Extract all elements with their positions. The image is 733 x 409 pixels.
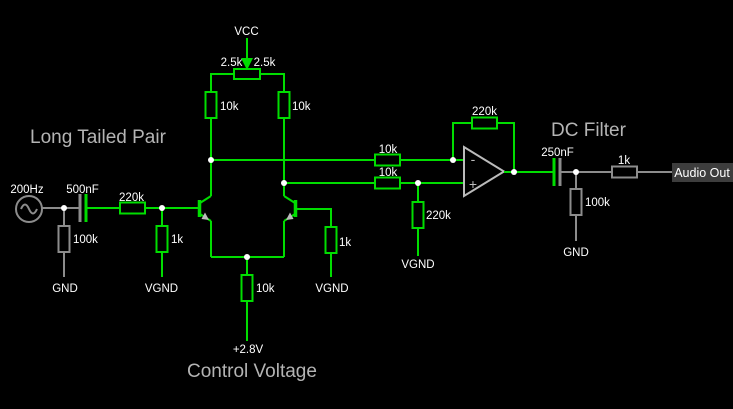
left-bias-resistor[interactable]: 1k VGND	[145, 208, 184, 295]
title-dc-filter[interactable]: DC Filter	[551, 120, 627, 141]
right-collector-resistor[interactable]: 10k	[277, 91, 311, 119]
output-load-resistor[interactable]: 100k GND	[563, 172, 610, 259]
potentiometer[interactable]: 2.5k 2.5k	[221, 38, 276, 80]
emitter-arrow-icon	[286, 212, 294, 220]
resistor-body[interactable]	[277, 91, 291, 119]
resistor-body[interactable]	[204, 91, 218, 119]
junction-dot	[159, 205, 165, 211]
opamp-input-resistor-bottom[interactable]: 10k	[374, 167, 401, 190]
pot-left-value-label: 2.5k	[221, 57, 243, 69]
resistor-value-label: 10k	[256, 283, 275, 295]
resistor-value-label: 100k	[585, 197, 610, 209]
resistor-value-label: 1k	[618, 155, 630, 167]
resistor-value-label: 1k	[171, 234, 183, 246]
left-collector-resistor[interactable]: 10k	[204, 91, 239, 119]
potentiometer-body[interactable]	[233, 68, 261, 80]
wire-right-base[interactable]	[297, 208, 332, 227]
wire-pot-left[interactable]	[210, 73, 234, 92]
wire-feedback-right[interactable]	[497, 122, 515, 171]
noninverting-input-label: +	[469, 176, 477, 192]
vgnd-node-label[interactable]: VGND	[315, 283, 348, 295]
resistor-body[interactable]	[611, 165, 638, 179]
resistor-body[interactable]	[374, 176, 401, 190]
gnd-node-label[interactable]: GND	[52, 283, 78, 295]
npn-transistor-left[interactable]	[197, 195, 212, 222]
junction-dot	[208, 157, 214, 163]
transistor-collector-lead	[199, 195, 212, 204]
input-load-resistor[interactable]: 100k GND	[52, 208, 98, 295]
wire-feedback-left[interactable]	[452, 122, 472, 160]
junction-dot	[244, 254, 250, 260]
junction-dot	[450, 157, 456, 163]
resistor-body[interactable]	[240, 274, 254, 302]
junction-dot	[61, 205, 67, 211]
output-series-resistor[interactable]: 1k	[611, 155, 638, 179]
junction-dot	[415, 180, 421, 186]
resistor-value-label: 100k	[73, 234, 98, 246]
opamp-vgnd-resistor[interactable]: 220k VGND	[401, 183, 451, 271]
vgnd-node-label[interactable]: VGND	[401, 259, 434, 271]
audio-out-box	[672, 163, 733, 182]
resistor-body[interactable]	[411, 201, 425, 229]
junction-dot	[281, 180, 287, 186]
opamp-input-resistor-top[interactable]: 10k	[374, 144, 401, 167]
input-series-resistor[interactable]: 220k	[119, 192, 146, 215]
resistor-body[interactable]	[324, 226, 338, 254]
resistor-value-label: 220k	[472, 106, 497, 118]
resistor-value-label: 220k	[426, 210, 451, 222]
resistor-value-label: 10k	[220, 101, 239, 113]
audio-out-label: Audio Out	[674, 166, 730, 180]
output-coupling-capacitor[interactable]: 250nF	[541, 147, 574, 186]
vgnd-node-label[interactable]: VGND	[145, 283, 178, 295]
resistor-body[interactable]	[569, 188, 583, 216]
gnd-node-label[interactable]: GND	[563, 247, 589, 259]
opamp-triangle-icon	[463, 145, 506, 198]
transistor-collector-lead	[283, 195, 296, 204]
resistor-value-label: 10k	[292, 101, 311, 113]
resistor-body[interactable]	[374, 153, 401, 167]
npn-transistor-right[interactable]	[283, 195, 298, 222]
capacitor-value-label: 500nF	[66, 184, 99, 196]
input-coupling-capacitor[interactable]: 500nF	[66, 184, 99, 222]
wiper-arrow-icon	[241, 58, 253, 70]
resistor-value-label: 10k	[379, 144, 398, 156]
sine-wave-icon	[20, 203, 38, 215]
junction-dot	[511, 169, 517, 175]
ac-source-frequency-label: 200Hz	[10, 184, 43, 196]
vcc-node-label[interactable]: VCC	[234, 26, 258, 38]
junction-dot	[573, 169, 579, 175]
title-control-voltage[interactable]: Control Voltage	[187, 361, 317, 382]
opamp[interactable]: - +	[463, 145, 506, 198]
resistor-body[interactable]	[57, 225, 71, 253]
control-voltage-node-label[interactable]: +2.8V	[233, 344, 264, 356]
ac-source[interactable]: 200Hz	[10, 184, 44, 223]
resistor-body[interactable]	[471, 116, 498, 130]
inverting-input-label: -	[471, 151, 476, 167]
resistor-value-label: 1k	[339, 237, 351, 249]
emitter-arrow-icon	[201, 212, 209, 220]
audio-out-node[interactable]: Audio Out	[672, 163, 733, 182]
wire-pot-right[interactable]	[260, 73, 285, 92]
capacitor-value-label: 250nF	[541, 147, 574, 159]
tail-resistor[interactable]: 10k +2.8V	[233, 257, 275, 356]
pot-right-value-label: 2.5k	[254, 57, 276, 69]
feedback-resistor[interactable]: 220k	[471, 106, 498, 130]
resistor-body[interactable]	[119, 201, 146, 215]
resistor-value-label: 220k	[119, 192, 144, 204]
right-bias-resistor[interactable]: 1k VGND	[315, 226, 351, 295]
resistor-value-label: 10k	[379, 167, 398, 179]
resistor-body[interactable]	[155, 225, 169, 253]
title-long-tailed-pair[interactable]: Long Tailed Pair	[30, 127, 167, 148]
